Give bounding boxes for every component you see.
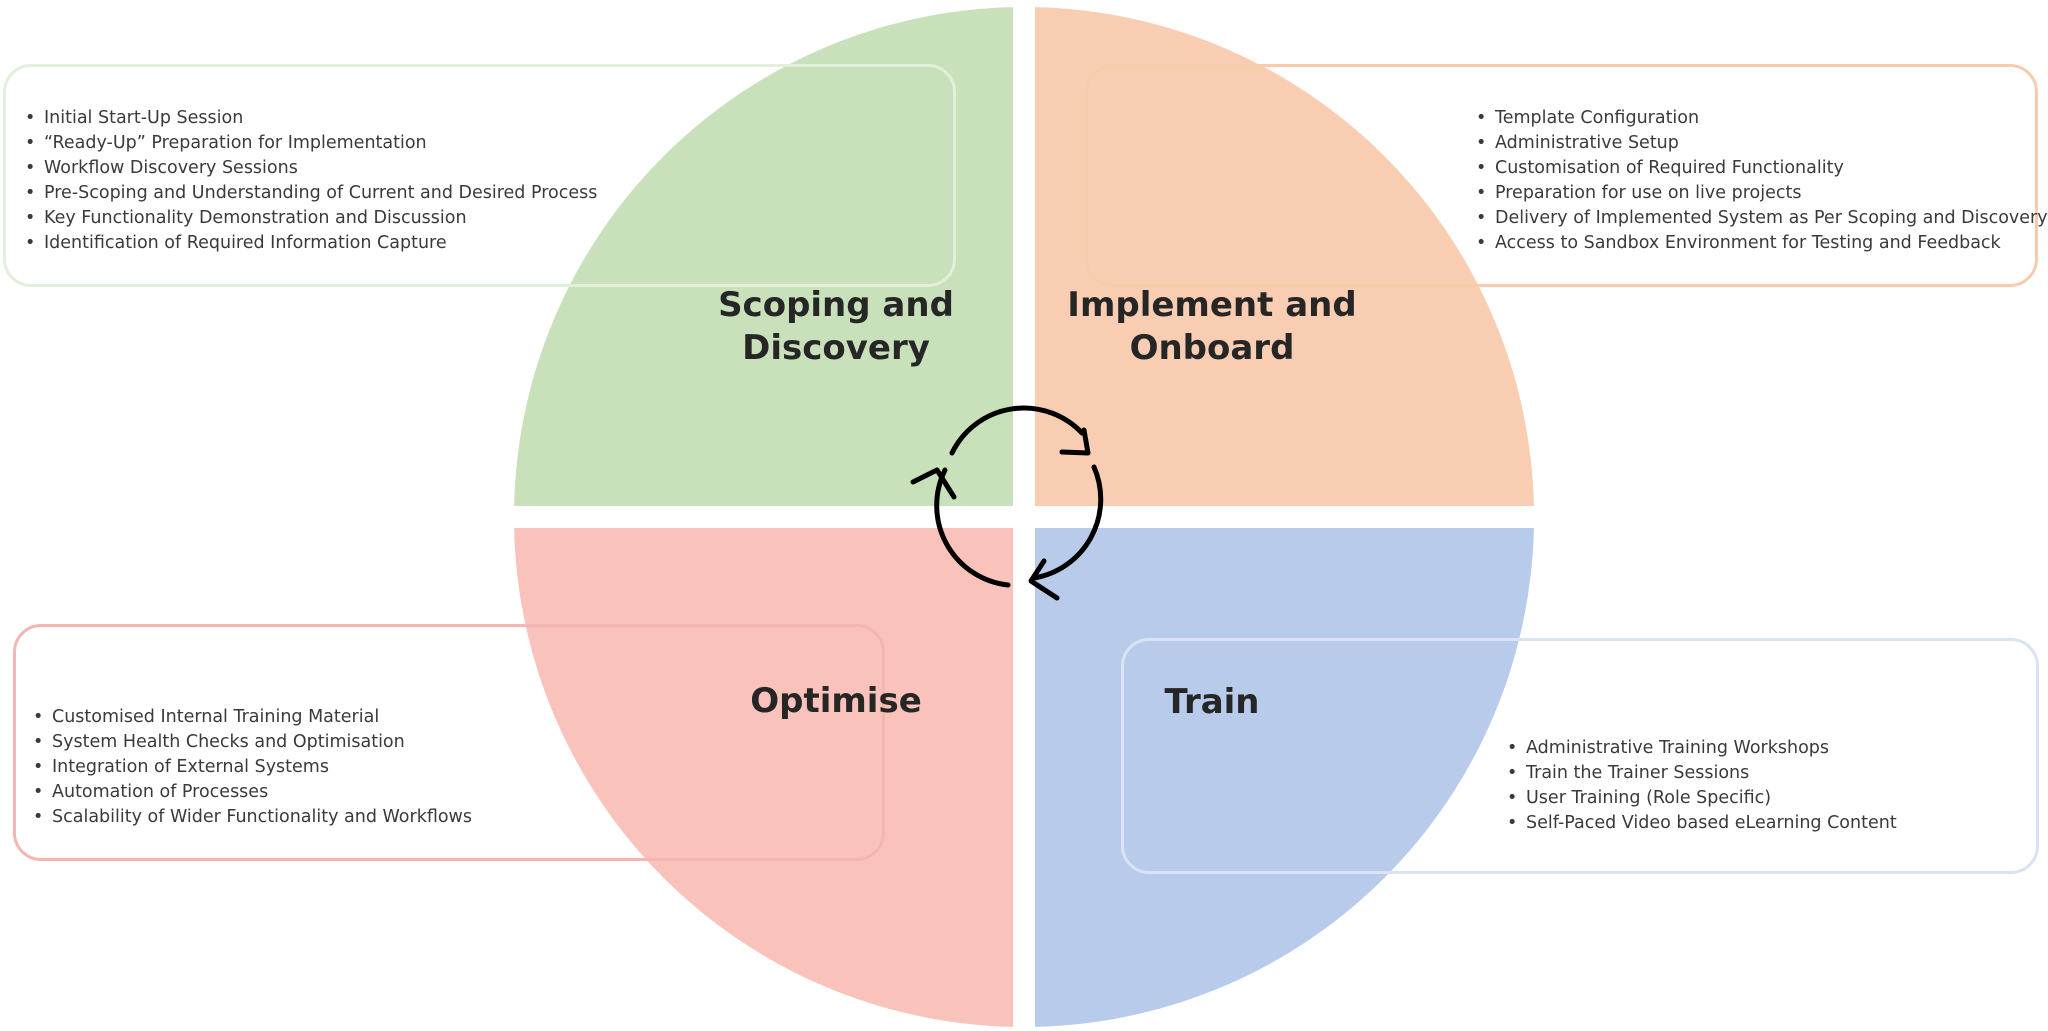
list-item: Delivery of Implemented System as Per Sc… — [1476, 206, 2048, 231]
list-item: Scalability of Wider Functionality and W… — [33, 805, 472, 830]
implement-title-line2: Onboard — [1129, 328, 1295, 368]
train-title: Train — [1164, 682, 1260, 722]
list-item: Key Functionality Demonstration and Disc… — [25, 206, 597, 231]
list-item: Administrative Training Workshops — [1507, 736, 1897, 761]
arc-right-arrow — [1031, 464, 1104, 581]
scoping-title: Scoping and Discovery — [686, 284, 986, 370]
scoping-quadrant — [514, 7, 1013, 506]
implement-title-line1: Implement and — [1067, 285, 1357, 325]
list-item: Administrative Setup — [1476, 131, 2048, 156]
list-item: Preparation for use on live projects — [1476, 181, 2048, 206]
list-item: System Health Checks and Optimisation — [33, 730, 472, 755]
list-item: Access to Sandbox Environment for Testin… — [1476, 231, 2048, 256]
train-quadrant — [1035, 528, 1534, 1027]
list-item: User Training (Role Specific) — [1507, 786, 1897, 811]
list-item: “Ready-Up” Preparation for Implementatio… — [25, 131, 597, 156]
list-item: Initial Start-Up Session — [25, 106, 597, 131]
list-item: Automation of Processes — [33, 780, 472, 805]
implement-list: Template Configuration Administrative Se… — [1473, 106, 2048, 256]
list-item: Pre-Scoping and Understanding of Current… — [25, 181, 597, 206]
list-item: Customisation of Required Functionality — [1476, 156, 2048, 181]
train-list: Administrative Training Workshops Train … — [1504, 736, 1897, 836]
list-item: Self-Paced Video based eLearning Content — [1507, 811, 1897, 836]
optimise-title: Optimise — [750, 681, 922, 721]
list-item: Workflow Discovery Sessions — [25, 156, 597, 181]
scoping-list: Initial Start-Up Session “Ready-Up” Prep… — [22, 106, 597, 256]
arrowhead-top — [1059, 427, 1091, 456]
train-info-box: Administrative Training Workshops Train … — [1121, 638, 2039, 874]
list-item: Integration of External Systems — [33, 755, 472, 780]
optimise-list: Customised Internal Training Material Sy… — [30, 705, 472, 830]
circular-arrows-icon — [910, 405, 1104, 601]
implement-info-box: Template Configuration Administrative Se… — [1085, 64, 2048, 287]
implement-quadrant — [1035, 7, 1534, 506]
arrowhead-right — [1028, 558, 1060, 601]
scoping-title-line1: Scoping and — [718, 285, 954, 325]
optimise-quadrant — [514, 528, 1013, 1027]
arc-left-arrow — [934, 467, 1011, 588]
scoping-title-line2: Discovery — [742, 328, 930, 368]
list-item: Customised Internal Training Material — [33, 705, 472, 730]
arrowhead-left — [910, 467, 957, 500]
implement-title: Implement and Onboard — [1062, 284, 1362, 370]
list-item: Template Configuration — [1476, 106, 2048, 131]
list-item: Identification of Required Information C… — [25, 231, 597, 256]
arc-top-arrow — [949, 405, 1085, 456]
scoping-info-box: Initial Start-Up Session “Ready-Up” Prep… — [3, 64, 956, 287]
list-item: Train the Trainer Sessions — [1507, 761, 1897, 786]
optimise-info-box: Customised Internal Training Material Sy… — [13, 624, 885, 861]
